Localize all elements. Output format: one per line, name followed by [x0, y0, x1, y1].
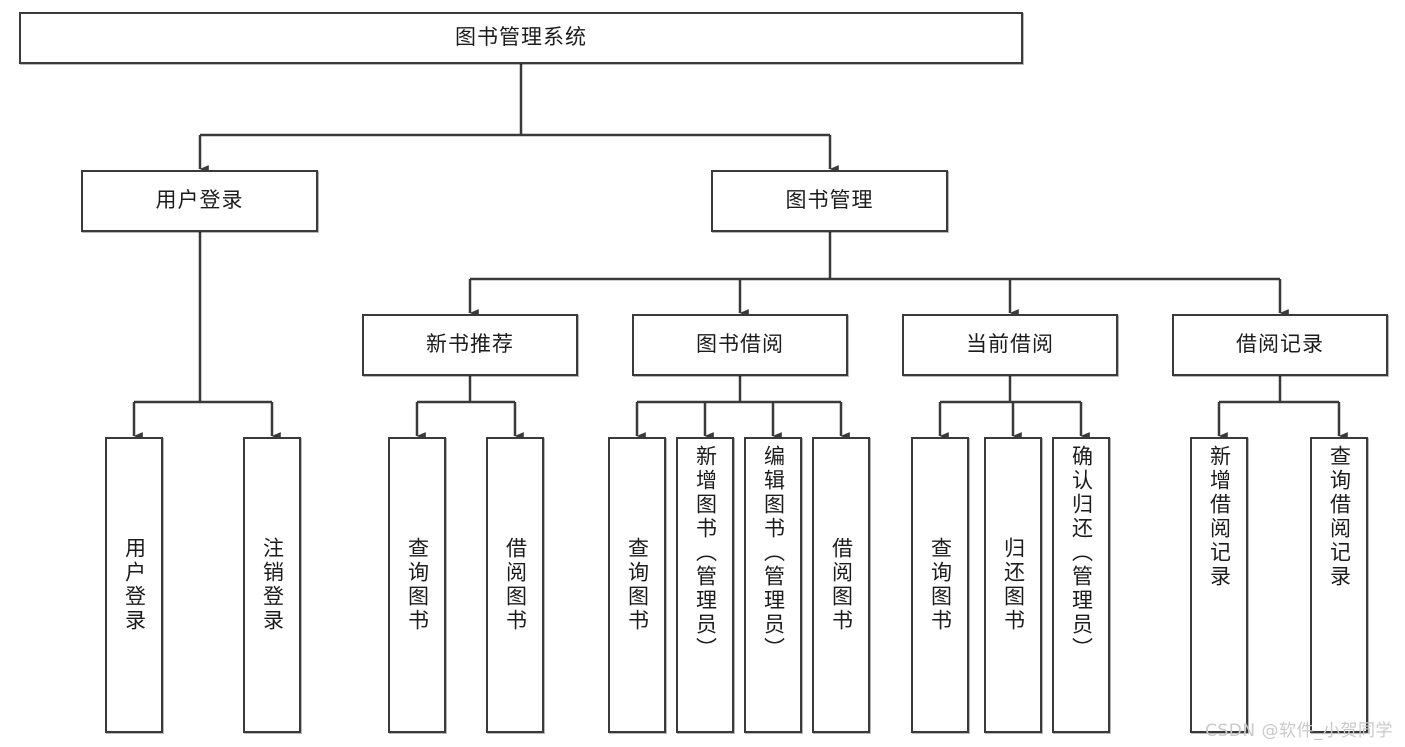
node-leaf-br-query[interactable]: 查询借阅记录	[1310, 437, 1368, 733]
node-borrow-record[interactable]: 借阅记录	[1172, 314, 1388, 376]
node-leaf-bb-add[interactable]: 新增图书（管理员）	[676, 437, 734, 733]
node-label: 查询图书	[928, 537, 953, 633]
node-label: 用户登录	[155, 188, 244, 213]
node-leaf-bb-query[interactable]: 查询图书	[608, 437, 666, 733]
node-label: 注销登录	[260, 537, 285, 633]
node-user-login[interactable]: 用户登录	[81, 170, 318, 232]
csdn-watermark: CSDN @软件_小贺同学	[1205, 721, 1393, 741]
node-leaf-cb-confirm[interactable]: 确认归还（管理员）	[1052, 437, 1110, 733]
node-current-borrow[interactable]: 当前借阅	[902, 314, 1118, 376]
node-leaf-cb-query[interactable]: 查询图书	[911, 437, 969, 733]
node-label: 当前借阅	[966, 332, 1054, 357]
node-root[interactable]: 图书管理系统	[19, 12, 1023, 64]
node-leaf-rec-borrow[interactable]: 借阅图书	[486, 437, 544, 733]
node-label: 查询图书	[405, 537, 430, 633]
node-label: 借阅图书	[503, 537, 528, 633]
node-book-manage[interactable]: 图书管理	[711, 170, 948, 232]
node-leaf-br-add[interactable]: 新增借阅记录	[1190, 437, 1248, 733]
node-label: 图书借阅	[696, 332, 784, 357]
node-label: 编辑图书（管理员）	[761, 445, 786, 661]
node-label: 查询图书	[625, 537, 650, 633]
node-label: 新书推荐	[426, 332, 514, 357]
node-label: 借阅图书	[829, 537, 854, 633]
node-label: 新增图书（管理员）	[693, 445, 718, 661]
node-book-borrow[interactable]: 图书借阅	[632, 314, 848, 376]
node-leaf-user-logout[interactable]: 注销登录	[243, 437, 301, 733]
node-leaf-bb-borrow[interactable]: 借阅图书	[812, 437, 870, 733]
node-leaf-bb-edit[interactable]: 编辑图书（管理员）	[744, 437, 802, 733]
node-label: 图书管理	[785, 188, 874, 213]
node-leaf-rec-query[interactable]: 查询图书	[388, 437, 446, 733]
node-label: 用户登录	[122, 537, 147, 633]
node-label: 新增借阅记录	[1207, 445, 1232, 589]
node-label: 归还图书	[1001, 537, 1026, 633]
node-label: 查询借阅记录	[1327, 445, 1352, 589]
node-label: 确认归还（管理员）	[1069, 445, 1094, 661]
node-leaf-user-login[interactable]: 用户登录	[105, 437, 163, 733]
node-label: 图书管理系统	[455, 25, 587, 50]
node-leaf-cb-return[interactable]: 归还图书	[984, 437, 1042, 733]
node-new-book-rec[interactable]: 新书推荐	[362, 314, 578, 376]
node-label: 借阅记录	[1236, 332, 1324, 357]
